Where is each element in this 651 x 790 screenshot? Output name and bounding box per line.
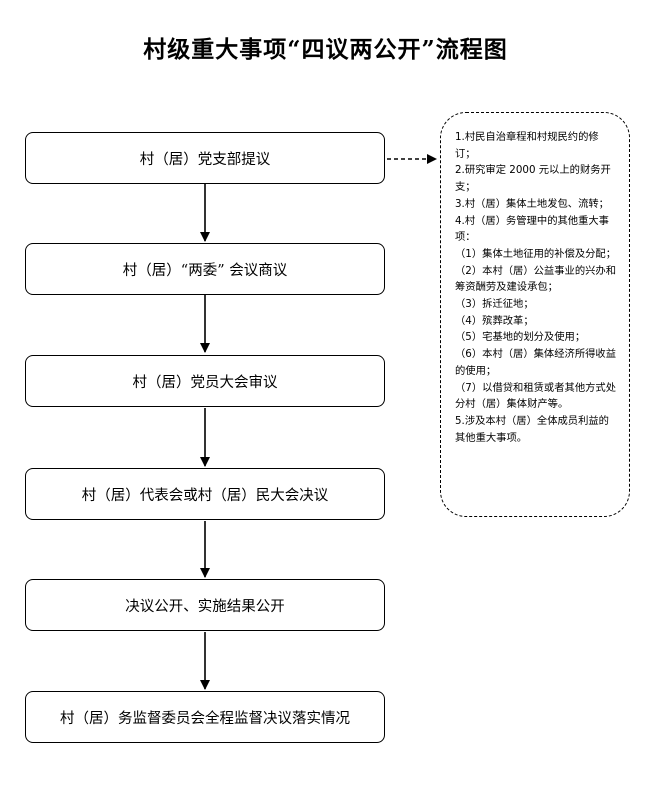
major-matters-note: 1.村民自治章程和村规民约的修订； 2.研究审定 2000 元以上的财务开支； … <box>440 112 630 517</box>
note-line: （6）本村（居）集体经济所得收益的使用； <box>455 348 617 377</box>
note-line: （3）拆迁征地； <box>455 298 534 311</box>
step-supervise: 村（居）务监督委员会全程监督决议落实情况 <box>25 691 385 743</box>
note-line: 1.村民自治章程和村规民约的修订； <box>455 131 599 160</box>
note-line: 3.村（居）集体土地发包、流转； <box>455 197 609 210</box>
note-line: （7）以借贷和租赁或者其他方式处分村（居）集体财产等。 <box>455 381 617 411</box>
note-line: 5.涉及本村（居）全体成员利益的其他重大事项。 <box>455 414 609 444</box>
step-deliberate: 村（居）“两委” 会议商议 <box>25 243 385 295</box>
step-propose: 村（居）党支部提议 <box>25 132 385 184</box>
note-line: （5）宅基地的划分及使用； <box>455 331 586 344</box>
step-review: 村（居）党员大会审议 <box>25 355 385 407</box>
note-line: （1）集体土地征用的补偿及分配； <box>455 247 617 260</box>
step-resolve: 村（居）代表会或村（居）民大会决议 <box>25 468 385 520</box>
note-line: （4）殡葬改革； <box>455 314 534 327</box>
note-line: 2.研究审定 2000 元以上的财务开支； <box>455 164 611 194</box>
note-line: 4.村（居）务管理中的其他重大事项： <box>455 214 609 244</box>
page-title: 村级重大事项“四议两公开”流程图 <box>143 36 508 63</box>
step-publicize: 决议公开、实施结果公开 <box>25 579 385 631</box>
note-line: （2）本村（居）公益事业的兴办和筹资酬劳及建设承包； <box>455 264 617 294</box>
